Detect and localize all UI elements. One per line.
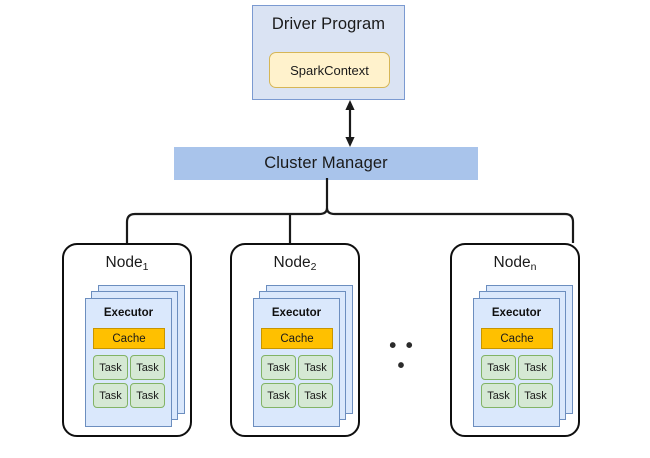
- task-box: Task: [481, 383, 516, 408]
- node-box-n: Noden Executor Cache Task Task Task Task: [450, 243, 580, 437]
- task-box: Task: [93, 383, 128, 408]
- executor-label-n: Executor: [491, 307, 542, 319]
- node-box-1: Node1 Executor Cache Task Task Task Task: [62, 243, 192, 437]
- task-box: Task: [298, 355, 333, 380]
- task-box: Task: [261, 355, 296, 380]
- executor-label-2: Executor: [271, 307, 322, 319]
- cache-box-n: Cache: [481, 328, 553, 349]
- cache-label-n: Cache: [500, 332, 534, 345]
- executor-card-front-2: Executor Cache Task Task Task Task: [253, 298, 340, 427]
- executor-stack-2: Executor Cache Task Task Task Task: [253, 285, 353, 427]
- executor-stack-1: Executor Cache Task Task Task Task: [85, 285, 185, 427]
- node-name-base-2: Node: [273, 254, 311, 271]
- executor-card-front-n: Executor Cache Task Task Task Task: [473, 298, 560, 427]
- node-name-sub-1: 1: [142, 261, 149, 273]
- driver-program-box: Driver Program SparkContext: [252, 5, 405, 100]
- task-box: Task: [130, 355, 165, 380]
- cache-label-1: Cache: [112, 332, 146, 345]
- task-box: Task: [93, 355, 128, 380]
- task-box: Task: [518, 383, 553, 408]
- task-box: Task: [481, 355, 516, 380]
- node-box-2: Node2 Executor Cache Task Task Task Task: [230, 243, 360, 437]
- executor-card-front-1: Executor Cache Task Task Task Task: [85, 298, 172, 427]
- cluster-node-connector: [125, 178, 575, 243]
- task-grid-2: Task Task Task Task: [261, 355, 333, 419]
- task-grid-n: Task Task Task Task: [481, 355, 553, 419]
- node-name-base-n: Node: [493, 254, 531, 271]
- task-box: Task: [261, 383, 296, 408]
- cluster-manager-box: Cluster Manager: [174, 147, 478, 180]
- executor-stack-n: Executor Cache Task Task Task Task: [473, 285, 573, 427]
- node-title-1: Node1: [64, 254, 190, 273]
- cache-box-1: Cache: [93, 328, 165, 349]
- task-box: Task: [298, 383, 333, 408]
- node-title-2: Node2: [232, 254, 358, 273]
- driver-program-title: Driver Program: [271, 15, 386, 33]
- node-name-sub-2: 2: [310, 261, 317, 273]
- cache-box-2: Cache: [261, 328, 333, 349]
- executor-label-1: Executor: [103, 307, 154, 319]
- task-grid-1: Task Task Task Task: [93, 355, 165, 419]
- nodes-ellipsis: • • •: [389, 335, 415, 377]
- sparkcontext-label: SparkContext: [290, 62, 369, 78]
- node-title-n: Noden: [452, 254, 578, 273]
- task-box: Task: [130, 383, 165, 408]
- cluster-manager-label: Cluster Manager: [264, 154, 388, 172]
- cache-label-2: Cache: [280, 332, 314, 345]
- node-name-base-1: Node: [105, 254, 143, 271]
- sparkcontext-box: SparkContext: [269, 52, 390, 88]
- driver-cluster-arrow: [345, 100, 355, 147]
- node-name-sub-n: n: [530, 261, 537, 273]
- task-box: Task: [518, 355, 553, 380]
